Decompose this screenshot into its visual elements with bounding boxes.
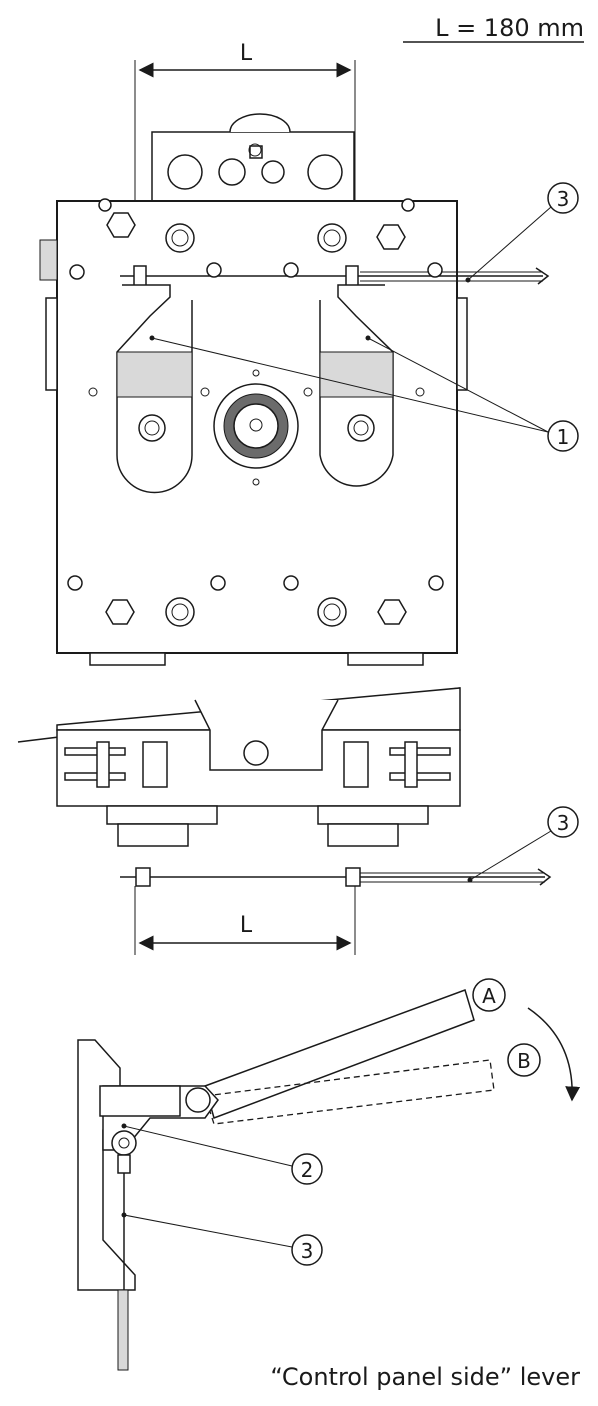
housing-plug (243, 740, 269, 766)
connector-port-3 (261, 160, 285, 184)
cable-break-side (537, 868, 552, 886)
lever-bolt-right (347, 414, 375, 442)
lock-cylinder (233, 403, 279, 449)
lever-link (117, 1154, 131, 1174)
callout-3-top-text: 3 (557, 187, 570, 211)
position-a-circle (472, 978, 506, 1012)
callout-2 (291, 1153, 323, 1185)
plate-lower-left (106, 805, 218, 825)
dimension-value-text: L = 180 mm (435, 14, 584, 42)
rod-nut-left (133, 265, 147, 287)
leader-3-top (467, 206, 552, 281)
connector-port-1 (167, 154, 203, 190)
connector-dome (229, 113, 291, 133)
small-nuts-bottom (67, 575, 444, 591)
rod-nut-side-left (135, 867, 151, 887)
rod-nut-right (345, 265, 359, 287)
small-nuts-top (69, 262, 443, 280)
callout-1 (547, 420, 579, 452)
rail-left-1 (64, 747, 126, 756)
lever-rod-lower (117, 1289, 129, 1371)
rail-left-2 (64, 772, 126, 781)
leader-1-a (151, 337, 549, 433)
callout-3-top (547, 182, 579, 214)
top-view: L (39, 41, 579, 666)
leader-2 (123, 1125, 293, 1167)
leader-3-lever (123, 1214, 293, 1248)
position-a-label: A (482, 984, 496, 1008)
central-housing (194, 699, 339, 771)
lever-pivot (185, 1087, 211, 1113)
connector-port-4 (307, 154, 343, 190)
rail-right-1 (389, 747, 451, 756)
leader-1-b (367, 337, 549, 433)
callout-1-text: 1 (557, 425, 570, 449)
position-b-circle (507, 1043, 541, 1077)
connector-screw (248, 143, 262, 157)
foot-right (347, 652, 424, 666)
lever-band-right (319, 351, 394, 398)
switch-right (343, 741, 369, 788)
callout-3-lever-text: 3 (301, 1239, 314, 1263)
callout-3-lever (291, 1234, 323, 1266)
dimension-label-top: L (240, 41, 253, 66)
plate-lower-right (317, 805, 429, 825)
side-tab-left (39, 239, 58, 281)
lever-bolt-left (138, 414, 166, 442)
rail-right-2 (389, 772, 451, 781)
rod-nut-side-right (345, 867, 361, 887)
side-bracket-right (456, 297, 468, 391)
lever-cam (111, 1130, 137, 1156)
block-lower-left (117, 823, 189, 847)
curved-arrow-icon (527, 1007, 581, 1102)
lever-label-plate (99, 1085, 181, 1117)
connector-port-2 (218, 158, 246, 186)
lever-band-left (116, 351, 193, 398)
dimension-label-side: L (240, 913, 253, 938)
side-view: L 3 (17, 687, 579, 955)
clamp-left (96, 741, 110, 788)
side-bracket-left (45, 297, 58, 391)
callout-3-side-text: 3 (557, 811, 570, 835)
lever-bracket (77, 1039, 136, 1291)
callout-3-side (547, 806, 579, 838)
lever-view: A B 2 3 “Control panel side” lever (77, 978, 581, 1391)
foot-left (89, 652, 166, 666)
block-lower-right (327, 823, 399, 847)
lever-caption: “Control panel side” lever (270, 1363, 580, 1391)
cable-break-top (535, 267, 550, 285)
position-b-label: B (517, 1049, 531, 1073)
lock-keyhole (249, 418, 263, 432)
hex-bolts-top (98, 198, 415, 253)
lever-handle-a (204, 989, 475, 1119)
clamp-right (404, 741, 418, 788)
lever-handle-b (204, 1059, 495, 1125)
hex-bolts-bottom (105, 597, 407, 627)
leader-3-side (469, 830, 552, 881)
switch-left (142, 741, 168, 788)
callout-2-text: 2 (301, 1158, 314, 1182)
